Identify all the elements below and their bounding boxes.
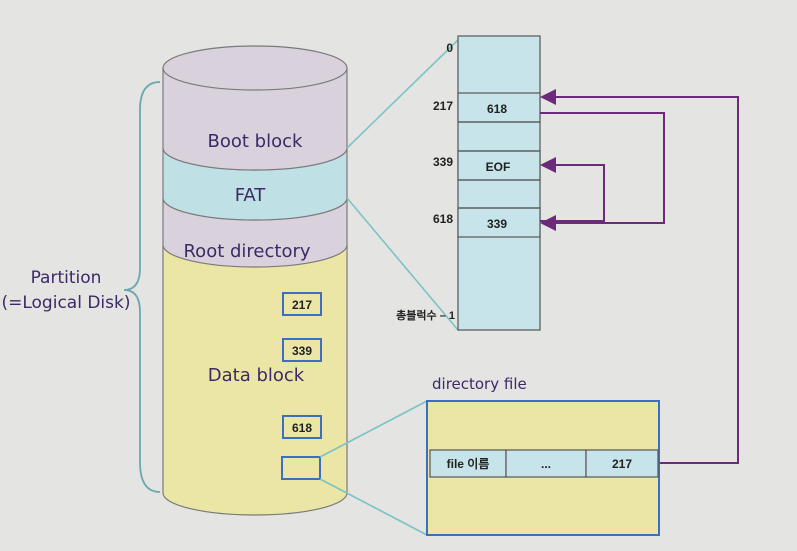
cylinder-top	[162, 45, 348, 91]
boot-block-label: Boot block	[208, 131, 303, 152]
data-block-618	[282, 415, 322, 439]
fat-index-618: 618	[433, 212, 453, 226]
zoom-dir-bottom	[319, 478, 428, 536]
arrow-217-to-618	[540, 112, 665, 231]
fat-index-bottom: 총블럭수 – 1	[396, 308, 455, 322]
root-directory-label: Root directory	[183, 241, 310, 262]
partition-brace	[123, 81, 161, 493]
fat-value-217: 618	[487, 102, 507, 116]
directory-entry-row	[429, 449, 659, 478]
directory-entry-mid: ...	[541, 457, 551, 471]
partition-label-sub: (=Logical Disk)	[1, 293, 130, 313]
fat-table	[457, 35, 541, 331]
arrow-dir-to-fat-217	[540, 89, 739, 464]
zoom-dir-top	[319, 400, 428, 458]
directory-data-block	[281, 456, 321, 480]
directory-entry-name: file 이름	[447, 456, 490, 471]
fat-index-339: 339	[433, 155, 453, 169]
fat-value-339: EOF	[486, 160, 511, 174]
data-block-339	[282, 338, 322, 362]
boot-block-band	[162, 67, 348, 171]
partition-label: Partition	[31, 268, 102, 288]
arrow-618-to-339	[540, 157, 605, 222]
disk-cylinder: Boot block FAT Root directory Data block…	[162, 45, 348, 516]
zoom-line-bottom	[346, 197, 459, 331]
data-block-217	[282, 292, 322, 316]
data-block-339-label: 339	[292, 344, 312, 358]
fat-index-217: 217	[433, 99, 453, 113]
fat-label: FAT	[235, 185, 267, 206]
data-block-618-label: 618	[292, 421, 312, 435]
fat-index-top: 0	[446, 41, 453, 55]
zoom-line-top	[346, 39, 459, 149]
directory-entry-start: 217	[612, 457, 632, 471]
data-block-217-label: 217	[292, 298, 312, 312]
fat-value-618: 339	[487, 217, 507, 231]
data-block-label: Data block	[208, 365, 305, 386]
directory-file-title: directory file	[432, 375, 527, 393]
